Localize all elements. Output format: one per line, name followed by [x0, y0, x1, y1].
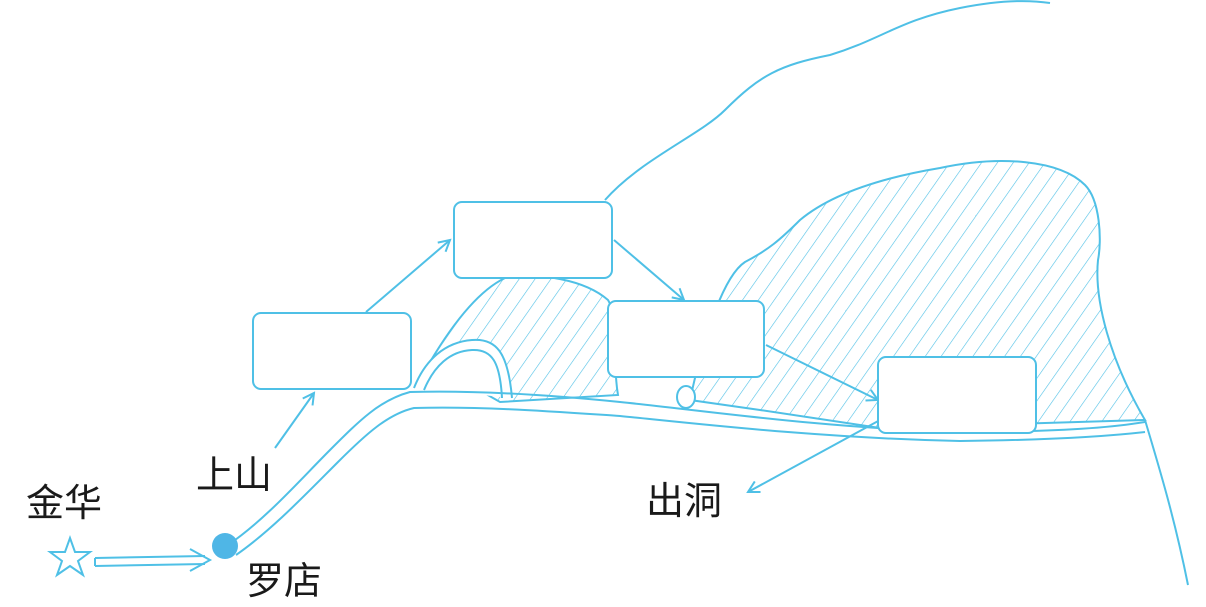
arrow-box2-to-box3: [613, 239, 684, 300]
highway-bottom: [94, 563, 206, 567]
label-shangshan: 上山: [196, 453, 273, 497]
blank-box-3: [607, 300, 765, 378]
label-luodian: 罗店: [246, 559, 323, 603]
blank-box-1: [252, 312, 412, 390]
road-inner: [235, 406, 1146, 556]
blank-box-4: [877, 356, 1037, 434]
arrow-shangshan-to-box1: [274, 393, 314, 449]
rock: [676, 385, 696, 409]
label-jinhua: 金华: [26, 481, 103, 525]
cliff-edge: [1144, 419, 1189, 586]
highway-top: [94, 555, 206, 559]
highway-arrow: [189, 548, 213, 572]
star-icon: [47, 535, 93, 578]
arrow-box1-to-box2: [365, 240, 450, 313]
dot-icon: [212, 533, 238, 559]
blank-box-2: [453, 201, 613, 279]
arrow-box3-to-box4: [765, 344, 878, 400]
label-chudong: 出洞: [646, 479, 723, 523]
cave-arch-inner: [423, 348, 503, 399]
ridge-line: [604, 0, 1051, 201]
arrow-box4-to-chudong: [748, 419, 881, 492]
